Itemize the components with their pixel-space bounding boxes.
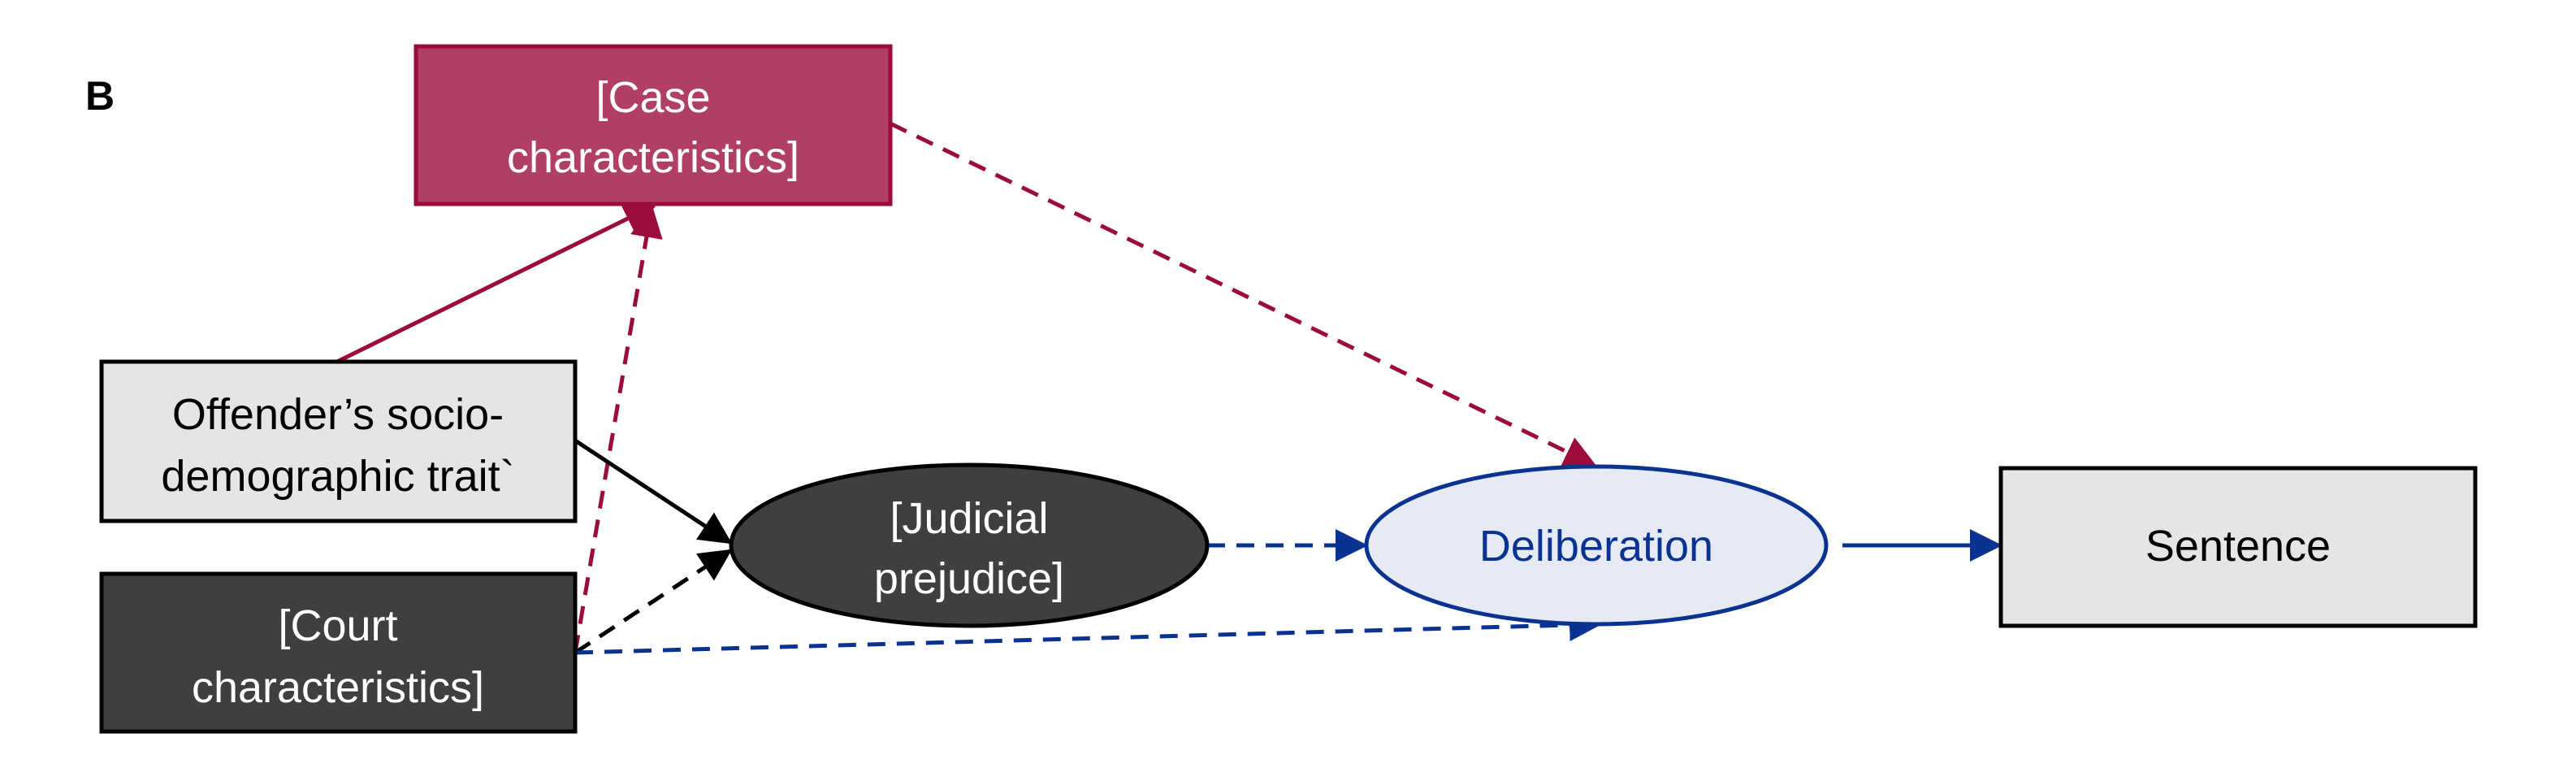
node-case-characteristics: [Case characteristics]	[413, 44, 893, 206]
panel-label: B	[85, 73, 115, 119]
node-label: [Court	[278, 601, 397, 650]
edge-case-to-deliberation	[889, 121, 1597, 467]
node-label: demographic trait`	[161, 452, 514, 501]
edge-court-to-case	[573, 205, 663, 653]
edge-offender-to-case	[336, 203, 657, 364]
node-label: Deliberation	[1479, 522, 1713, 571]
edge-court-to-deliberation	[574, 609, 1602, 655]
node-offender-trait: Offender’s socio- demographic trait`	[99, 359, 578, 523]
node-label: Sentence	[2145, 522, 2331, 571]
node-sentence: Sentence	[1998, 466, 2478, 628]
node-label: characteristics]	[507, 133, 799, 182]
node-label: [Judicial	[890, 494, 1048, 543]
node-label: Offender’s socio-	[172, 390, 504, 439]
node-deliberation: Deliberation	[1364, 464, 1829, 627]
node-court-characteristics: [Court characteristics]	[99, 571, 578, 734]
node-judicial-prejudice: [Judicial prejudice]	[729, 462, 1210, 628]
node-label: [Case	[595, 73, 710, 122]
node-label: characteristics]	[192, 663, 484, 712]
node-label: prejudice]	[874, 554, 1064, 603]
edge-court-to-judicial	[574, 549, 733, 655]
edge-offender-to-judicial	[574, 438, 733, 545]
